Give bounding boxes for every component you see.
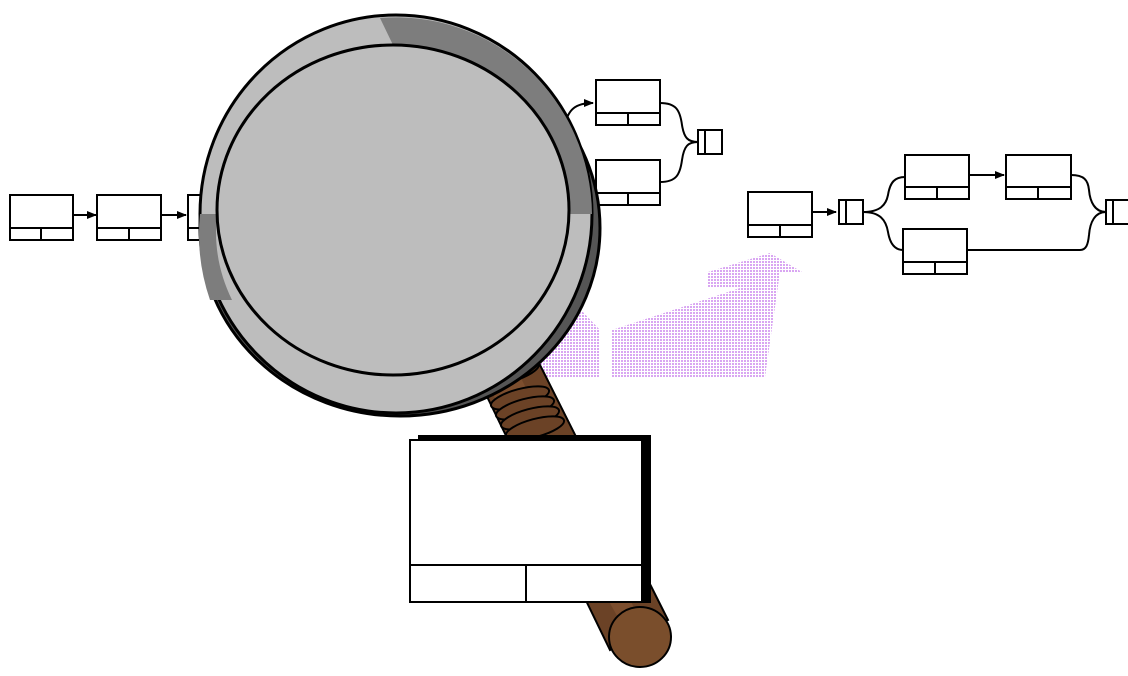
node-right-1 (747, 191, 813, 238)
zoomed-node-icon (409, 435, 651, 603)
junction-right-split (838, 199, 864, 225)
node-left-2 (96, 194, 162, 241)
junction-right-join (1105, 199, 1128, 225)
node-middle-4 (595, 159, 661, 206)
junction-middle-join (697, 129, 723, 155)
transition-arrow-right (612, 253, 802, 377)
diagram-right (747, 154, 1128, 275)
node-right-2 (904, 154, 970, 200)
node-middle-3 (595, 79, 661, 126)
node-right-4 (902, 228, 968, 275)
node-right-3 (1005, 154, 1072, 200)
node-left-1 (9, 194, 74, 241)
